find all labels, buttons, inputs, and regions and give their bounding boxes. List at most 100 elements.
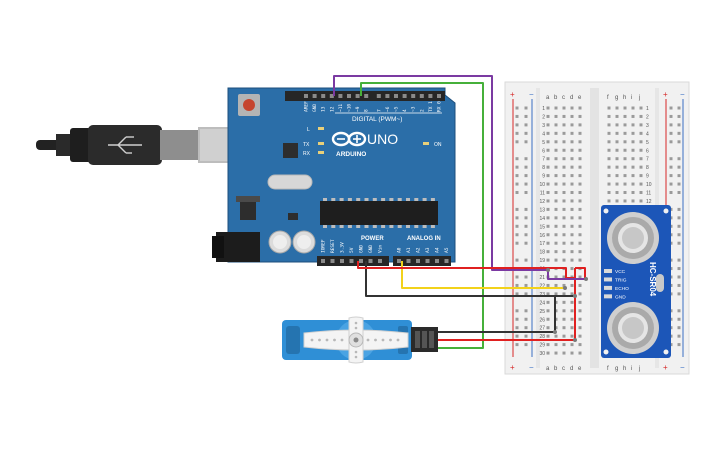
rail-hole[interactable] [677, 241, 681, 245]
breadboard-hole[interactable] [562, 233, 566, 237]
breadboard-hole[interactable] [562, 258, 566, 262]
breadboard-hole[interactable] [578, 283, 582, 287]
breadboard-hole[interactable] [554, 140, 558, 144]
breadboard-hole[interactable] [570, 191, 574, 194]
rail-hole[interactable] [524, 207, 528, 211]
power-pin-hole[interactable] [349, 259, 354, 263]
breadboard-hole[interactable] [578, 148, 582, 152]
power-pin-hole[interactable] [368, 259, 373, 263]
breadboard-hole[interactable] [546, 148, 550, 152]
rail-hole[interactable] [515, 123, 519, 127]
breadboard-hole[interactable] [562, 106, 566, 110]
breadboard-hole[interactable] [615, 199, 619, 203]
breadboard-hole[interactable] [578, 317, 582, 321]
rail-hole[interactable] [677, 131, 681, 135]
rail-hole[interactable] [524, 114, 528, 118]
breadboard-hole[interactable] [546, 241, 550, 245]
breadboard-hole[interactable] [615, 174, 619, 178]
breadboard-hole[interactable] [546, 250, 550, 254]
breadboard-hole[interactable] [562, 309, 566, 313]
rail-hole[interactable] [677, 334, 681, 338]
breadboard-hole[interactable] [570, 207, 574, 211]
rail-hole[interactable] [669, 174, 673, 178]
breadboard-hole[interactable] [639, 191, 643, 194]
breadboard-hole[interactable] [578, 157, 582, 161]
breadboard-hole[interactable] [562, 283, 566, 287]
breadboard-hole[interactable] [623, 148, 627, 152]
digital-pin-hole[interactable] [347, 94, 351, 98]
rail-hole[interactable] [515, 233, 519, 237]
breadboard-hole[interactable] [578, 199, 582, 203]
rail-hole[interactable] [524, 106, 528, 110]
breadboard-hole[interactable] [578, 250, 582, 254]
breadboard-hole[interactable] [554, 131, 558, 135]
rail-hole[interactable] [677, 114, 681, 118]
breadboard-hole[interactable] [639, 182, 643, 186]
breadboard-hole[interactable] [554, 334, 558, 338]
breadboard-hole[interactable] [615, 131, 619, 135]
rail-hole[interactable] [515, 241, 519, 245]
power-pin-hole[interactable] [359, 259, 363, 263]
breadboard-hole[interactable] [607, 199, 611, 203]
rail-hole[interactable] [515, 165, 519, 169]
breadboard-hole[interactable] [554, 191, 558, 194]
digital-pin-hole[interactable] [304, 94, 308, 98]
breadboard-hole[interactable] [623, 182, 627, 186]
breadboard-hole[interactable] [631, 165, 635, 169]
breadboard-hole[interactable] [578, 106, 582, 110]
breadboard-hole[interactable] [546, 233, 550, 237]
breadboard-hole[interactable] [631, 174, 635, 178]
breadboard-hole[interactable] [570, 233, 574, 237]
rail-hole[interactable] [515, 216, 519, 220]
rail-hole[interactable] [677, 317, 681, 321]
sensor-pin[interactable] [604, 277, 612, 282]
breadboard-hole[interactable] [615, 114, 619, 118]
rail-hole[interactable] [677, 182, 681, 186]
rail-hole[interactable] [515, 334, 519, 338]
breadboard-hole[interactable] [570, 224, 574, 228]
rail-hole[interactable] [515, 275, 519, 279]
breadboard-hole[interactable] [562, 216, 566, 220]
digital-pin-hole[interactable] [402, 94, 407, 98]
breadboard-hole[interactable] [546, 191, 550, 194]
rail-hole[interactable] [524, 233, 528, 237]
digital-pin-hole[interactable] [437, 94, 441, 98]
breadboard-hole[interactable] [562, 224, 566, 228]
rail-hole[interactable] [677, 123, 681, 127]
breadboard-hole[interactable] [578, 300, 582, 304]
rail-hole[interactable] [515, 182, 519, 186]
rail-hole[interactable] [677, 224, 681, 228]
breadboard-hole[interactable] [562, 174, 566, 178]
rail-hole[interactable] [669, 123, 673, 127]
breadboard-hole[interactable] [562, 317, 566, 321]
digital-pin-hole[interactable] [364, 94, 369, 98]
rail-hole[interactable] [524, 174, 528, 178]
breadboard-hole[interactable] [639, 174, 643, 178]
power-pin-hole[interactable] [378, 259, 382, 263]
breadboard-hole[interactable] [578, 224, 582, 228]
breadboard-hole[interactable] [639, 114, 643, 118]
breadboard-hole[interactable] [546, 317, 550, 321]
rail-hole[interactable] [515, 140, 519, 144]
breadboard-hole[interactable] [554, 114, 558, 118]
rail-hole[interactable] [515, 317, 519, 321]
breadboard-hole[interactable] [562, 165, 566, 169]
wire-black-gnd[interactable] [365, 261, 575, 297]
analog-pin-hole[interactable] [425, 259, 430, 263]
breadboard-hole[interactable] [578, 123, 582, 127]
analog-pin-hole[interactable] [416, 259, 420, 263]
digital-pin-hole[interactable] [355, 94, 360, 98]
breadboard-hole[interactable] [554, 258, 558, 262]
sensor-pin[interactable] [604, 285, 612, 290]
power-pin-hole[interactable] [330, 259, 335, 263]
breadboard-hole[interactable] [578, 334, 582, 338]
rail-hole[interactable] [677, 207, 681, 211]
breadboard-hole[interactable] [554, 148, 558, 152]
breadboard-hole[interactable] [615, 123, 619, 127]
breadboard-hole[interactable] [570, 174, 574, 178]
breadboard-hole[interactable] [562, 199, 566, 203]
breadboard-hole[interactable] [554, 233, 558, 237]
digital-pin-hole[interactable] [385, 94, 390, 98]
rail-hole[interactable] [669, 114, 673, 118]
